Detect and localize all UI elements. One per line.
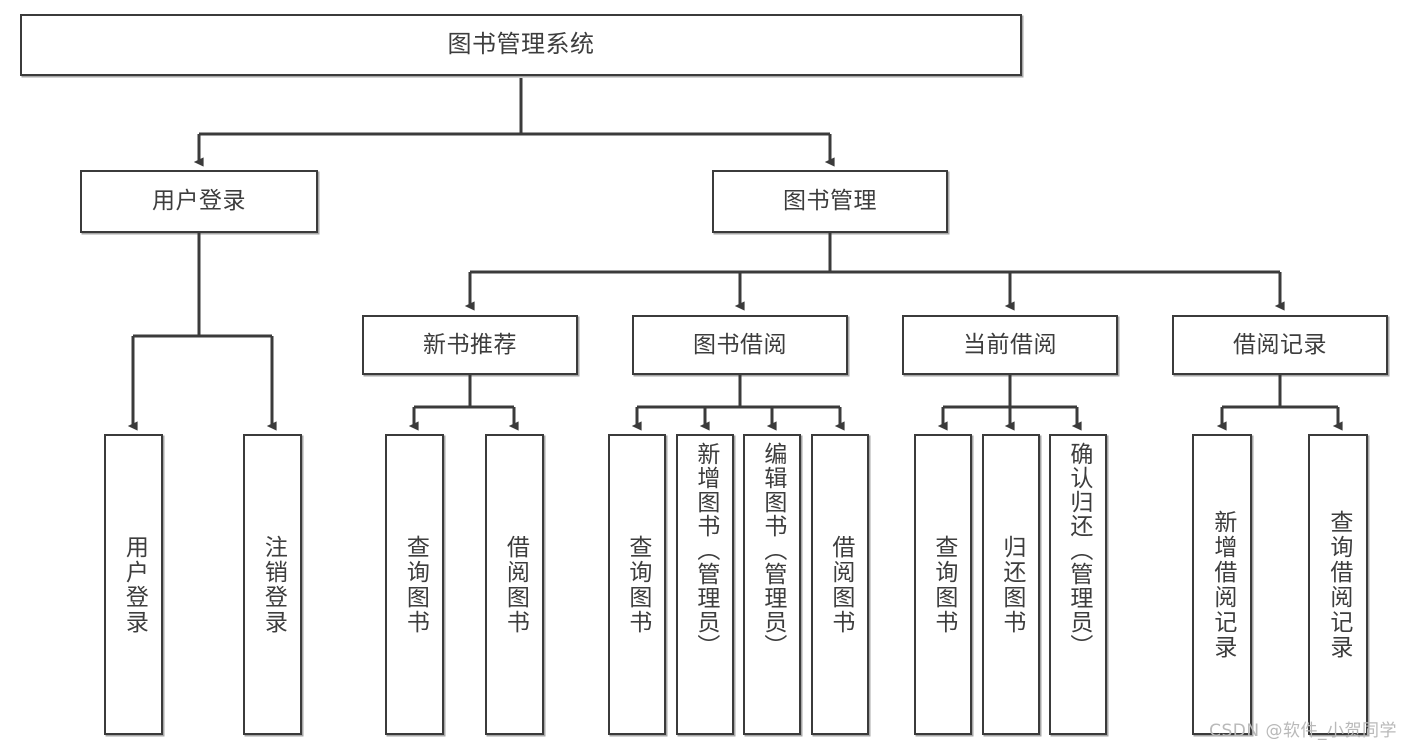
node-label: 归还图书 (998, 534, 1025, 635)
node-user-login[interactable]: 用户登录 (80, 170, 318, 233)
node-label: 用户登录 (152, 188, 246, 215)
leaf-query-book-newbook[interactable]: 查询图书 (385, 434, 444, 735)
node-new-book-recommend[interactable]: 新书推荐 (362, 315, 578, 375)
node-label: 确认归还（管理员） (1065, 442, 1092, 658)
leaf-query-book-current[interactable]: 查询图书 (914, 434, 972, 735)
node-root-system[interactable]: 图书管理系统 (20, 14, 1022, 76)
node-label: 编辑图书（管理员） (759, 442, 786, 658)
node-label: 新增图书（管理员） (692, 442, 719, 658)
leaf-add-borrow-record[interactable]: 新增借阅记录 (1192, 434, 1252, 735)
leaf-borrow-book[interactable]: 借阅图书 (811, 434, 869, 735)
node-book-management[interactable]: 图书管理 (712, 170, 948, 233)
node-label: 新书推荐 (423, 331, 517, 358)
leaf-query-borrow-record[interactable]: 查询借阅记录 (1308, 434, 1368, 735)
leaf-borrow-book-newbook[interactable]: 借阅图书 (485, 434, 544, 735)
node-label: 用户登录 (121, 534, 148, 635)
leaf-query-book-borrow[interactable]: 查询图书 (608, 434, 666, 735)
node-label: 借阅图书 (502, 534, 529, 635)
node-current-borrow[interactable]: 当前借阅 (902, 315, 1118, 375)
node-label: 查询图书 (402, 534, 429, 635)
node-label: 查询图书 (930, 534, 957, 635)
node-label: 当前借阅 (963, 331, 1057, 358)
node-label: 图书管理 (783, 188, 877, 215)
node-book-borrow[interactable]: 图书借阅 (632, 315, 848, 375)
leaf-return-book[interactable]: 归还图书 (982, 434, 1040, 735)
node-label: 新增借阅记录 (1209, 509, 1236, 660)
node-label: 图书借阅 (693, 331, 787, 358)
leaf-add-book-admin[interactable]: 新增图书（管理员） (676, 434, 734, 735)
node-borrow-record[interactable]: 借阅记录 (1172, 315, 1388, 375)
leaf-edit-book-admin[interactable]: 编辑图书（管理员） (743, 434, 801, 735)
leaf-confirm-return-admin[interactable]: 确认归还（管理员） (1049, 434, 1107, 735)
node-label: 查询图书 (624, 534, 651, 635)
leaf-user-login[interactable]: 用户登录 (104, 434, 163, 735)
node-label: 借阅记录 (1233, 331, 1327, 358)
node-label: 查询借阅记录 (1325, 509, 1352, 660)
node-label: 注销登录 (260, 534, 287, 635)
leaf-logout-login[interactable]: 注销登录 (243, 434, 302, 735)
csdn-watermark: CSDN @软件_小贺同学 (1209, 721, 1397, 741)
node-label: 借阅图书 (827, 534, 854, 635)
node-label: 图书管理系统 (447, 30, 595, 59)
